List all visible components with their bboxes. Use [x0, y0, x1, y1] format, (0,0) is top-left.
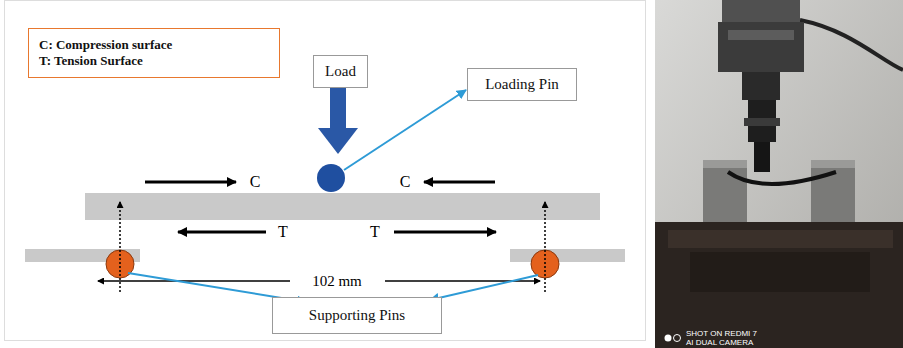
box-text: Load [325, 62, 356, 81]
label-box: Loading Pin [467, 68, 577, 101]
force-label: T [370, 224, 380, 240]
box-text: C: Compression surface [39, 37, 172, 53]
label-box: Load [313, 55, 368, 88]
legend-box: C: Compression surfaceT: Tension Surface [28, 28, 280, 78]
watermark-text: SHOT ON REDMI 7 [686, 330, 757, 338]
label-box: Supporting Pins [272, 297, 442, 334]
force-label: C [250, 174, 261, 190]
box-text: Loading Pin [485, 75, 559, 94]
dimension-label: 102 mm [312, 274, 362, 289]
photo [655, 0, 903, 348]
force-label: C [400, 174, 411, 190]
force-label: T [278, 224, 288, 240]
box-text: Supporting Pins [309, 306, 405, 325]
box-text: T: Tension Surface [39, 53, 143, 69]
watermark-text: AI DUAL CAMERA [686, 339, 753, 347]
